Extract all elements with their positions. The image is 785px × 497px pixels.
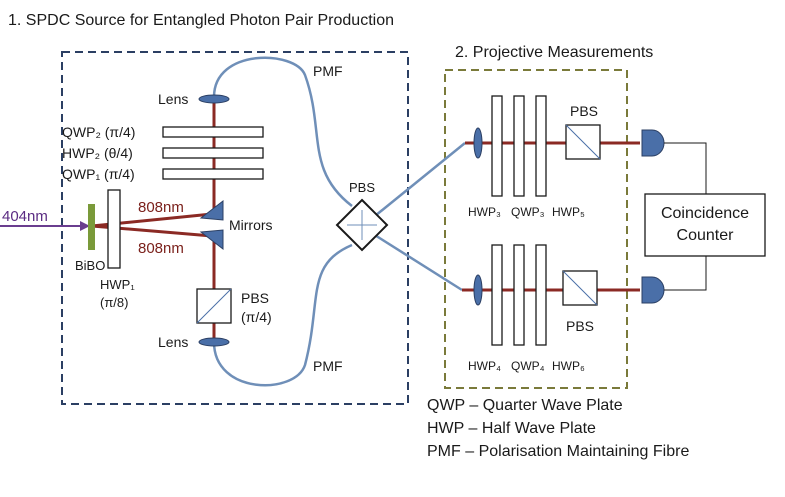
legend-qwp: QWP – Quarter Wave Plate [427, 397, 623, 414]
qwp1-label: QWP₁ (π/4) [62, 166, 135, 182]
pmf-bottom-label: PMF [313, 358, 343, 374]
hwp6-plate [535, 244, 547, 346]
bibo-crystal [88, 204, 95, 250]
hwp5-label: HWP₅ [552, 205, 585, 219]
pmf-top-label: PMF [313, 63, 343, 79]
lens-bottom-label: Lens [158, 334, 188, 350]
hwp2-label: HWP₂ (θ/4) [62, 145, 133, 161]
meas-lens-top [473, 127, 483, 159]
qwp2-label: QWP₂ (π/4) [62, 124, 135, 140]
counter-line1: Coincidence [661, 205, 749, 222]
meas-lens-bottom [473, 274, 483, 306]
qwp4-plate [513, 244, 525, 346]
lens-top-label: Lens [158, 91, 188, 107]
source-pbs-angle: (π/4) [241, 309, 272, 325]
qwp2-plate [162, 126, 264, 138]
source-pbs-diagonal [196, 288, 232, 324]
center-pbs [335, 198, 389, 252]
legend-pmf: PMF – Polarisation Maintaining Fibre [427, 443, 689, 460]
fibre-out-bottom [369, 230, 463, 292]
hwp5-plate [535, 95, 547, 197]
beam-top-label: 808nm [138, 199, 184, 216]
counter-line2: Counter [677, 227, 735, 244]
qwp3-plate [513, 95, 525, 197]
mirror-top [199, 199, 224, 221]
source-box [61, 51, 409, 405]
hwp1-label: HWP₁ [100, 277, 135, 292]
fibre-out-top [369, 142, 466, 221]
hwp3-label: HWP₃ [468, 205, 501, 219]
measurement-box [444, 69, 628, 389]
qwp1-plate [162, 168, 264, 180]
beam-bottom-label: 808nm [138, 240, 184, 257]
source-pbs-label: PBS [241, 290, 269, 306]
pump-arrowhead [80, 221, 90, 231]
mirrors-label: Mirrors [229, 217, 273, 233]
hwp4-plate [491, 244, 503, 346]
hwp4-label: HWP₄ [468, 359, 501, 373]
wire-bottom [664, 256, 707, 291]
meas-pbs-top-label: PBS [570, 103, 598, 119]
hwp2-plate [162, 147, 264, 159]
detector-top [641, 129, 665, 157]
hwp1-angle: (π/8) [100, 295, 128, 310]
wire-top [664, 142, 707, 194]
lens-bottom [198, 337, 230, 347]
section2-title: 2. Projective Measurements [455, 44, 653, 61]
lens-top [198, 94, 230, 104]
hwp1-plate [107, 189, 121, 269]
hwp3-plate [491, 95, 503, 197]
bibo-label: BiBO [75, 258, 105, 273]
pump-label: 404nm [2, 208, 48, 225]
qwp4-label: QWP₄ [511, 359, 545, 373]
mirror-bottom [199, 229, 224, 251]
meas-pbs-bottom-diagonal [562, 270, 598, 306]
coincidence-counter-box [644, 193, 766, 257]
qwp3-label: QWP₃ [511, 205, 545, 219]
meas-pbs-bottom-label: PBS [566, 318, 594, 334]
main-title: 1. SPDC Source for Entangled Photon Pair… [8, 12, 394, 29]
hwp6-label: HWP₆ [552, 359, 585, 373]
center-pbs-label: PBS [349, 180, 375, 195]
fibre-bottom [212, 243, 353, 387]
fibre-top [212, 56, 353, 207]
meas-pbs-top-diagonal [565, 124, 601, 160]
legend-hwp: HWP – Half Wave Plate [427, 420, 596, 437]
detector-bottom [641, 276, 665, 304]
